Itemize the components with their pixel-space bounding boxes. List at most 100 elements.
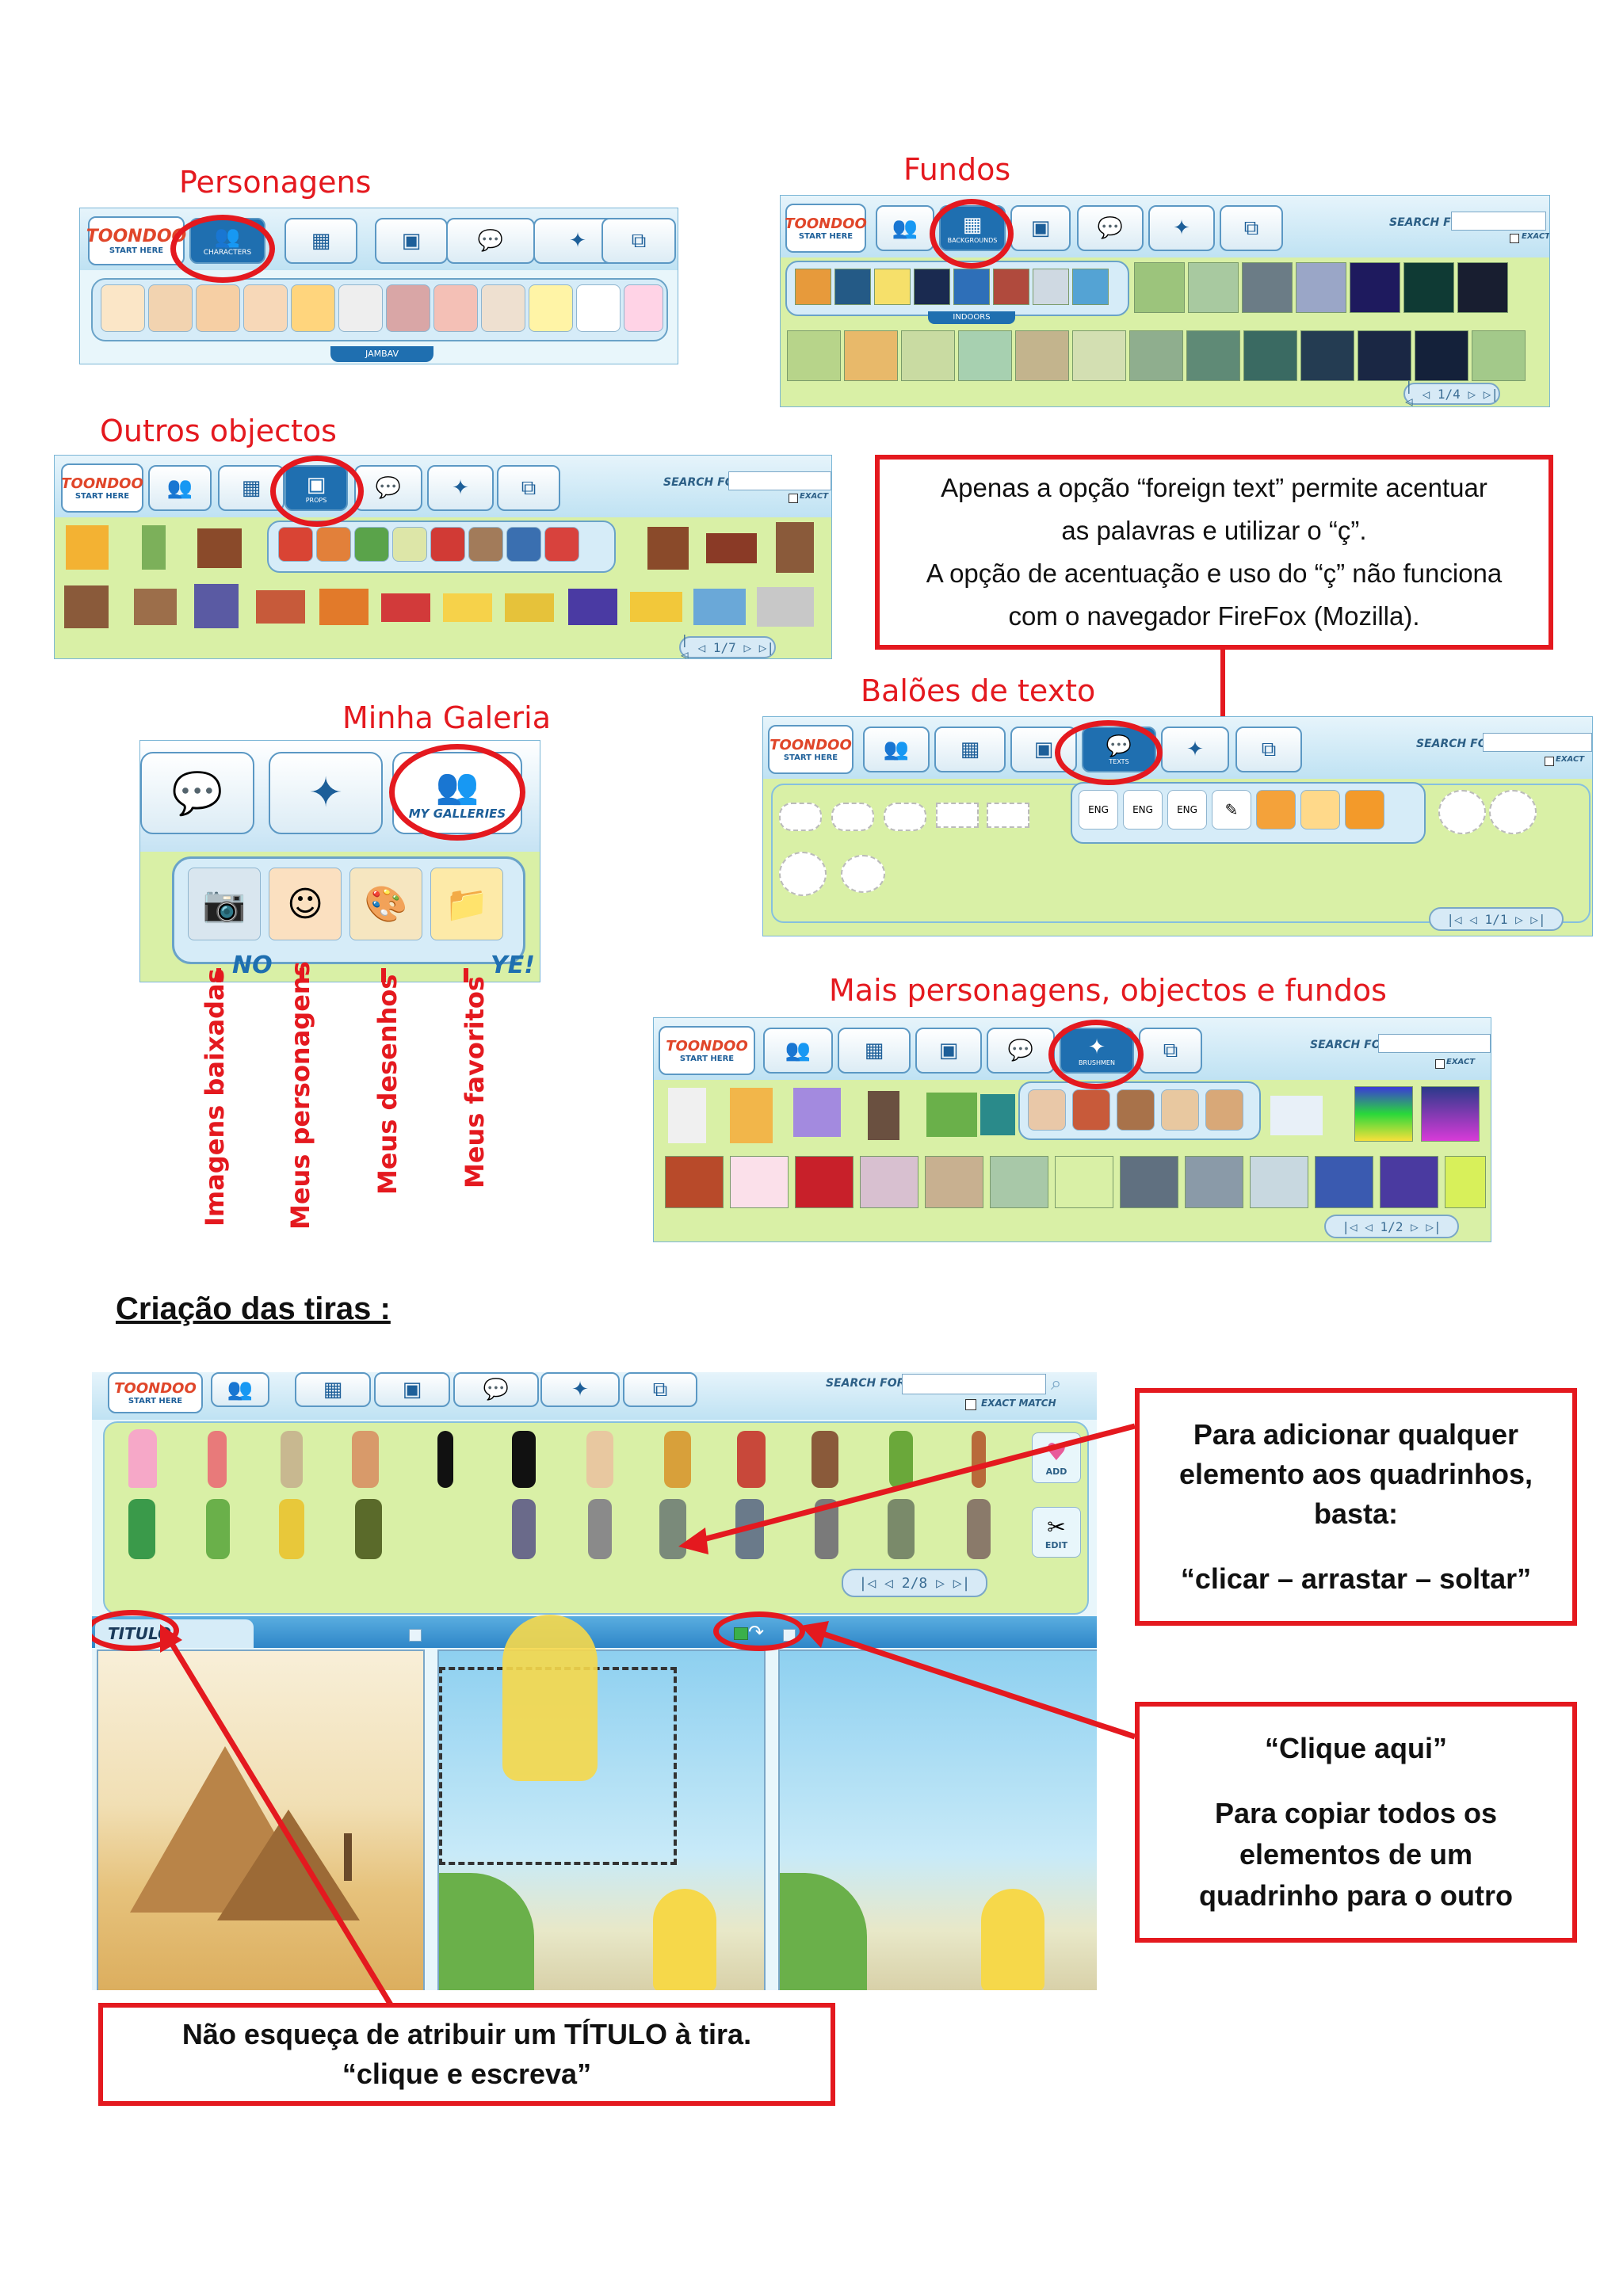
character-figure[interactable]	[889, 1431, 913, 1488]
pager[interactable]: |◁ ◁ 1/2 ▷ ▷|	[1324, 1215, 1459, 1238]
texts-tab[interactable]: 💬	[987, 1028, 1055, 1074]
my-galleries-tab[interactable]: ⧉	[1220, 205, 1283, 251]
search-input[interactable]	[728, 471, 831, 490]
exact-checkbox[interactable]	[789, 494, 798, 503]
panel-1[interactable]	[97, 1650, 425, 1990]
first-page-icon[interactable]: |◁	[1446, 911, 1462, 927]
next-page-icon[interactable]: ▷	[936, 1574, 945, 1592]
character-figure[interactable]	[208, 1431, 227, 1488]
category-thumb[interactable]	[953, 269, 990, 305]
prev-page-icon[interactable]: ◁	[884, 1574, 893, 1592]
character-figure[interactable]	[737, 1431, 766, 1488]
prop-thumb[interactable]	[568, 589, 617, 625]
panel-2[interactable]	[437, 1615, 766, 1990]
pager[interactable]: |◁ ◁ 1/7 ▷ ▷|	[679, 632, 776, 658]
character-thumb[interactable]	[576, 284, 621, 332]
brushmen-thumb[interactable]	[1421, 1086, 1480, 1142]
prev-page-icon[interactable]: ◁	[1469, 911, 1477, 927]
next-page-icon[interactable]: ▷	[1468, 386, 1476, 402]
background-thumb[interactable]	[958, 330, 1012, 381]
backgrounds-tab[interactable]: ▦	[934, 727, 1006, 772]
background-thumb[interactable]	[1188, 262, 1239, 313]
brushmen-thumb[interactable]	[1354, 1086, 1413, 1142]
prop-thumb[interactable]	[443, 593, 492, 622]
background-thumb[interactable]	[901, 330, 955, 381]
last-page-icon[interactable]: ▷|	[1426, 1219, 1442, 1234]
brushmen-thumb[interactable]	[860, 1156, 918, 1208]
character-thumb[interactable]	[481, 284, 525, 332]
texts-tab[interactable]: 💬	[453, 1372, 539, 1407]
character-figure[interactable]	[128, 1499, 155, 1559]
category-thumb[interactable]	[1072, 269, 1109, 305]
prev-page-icon[interactable]: ◁	[1365, 1219, 1373, 1234]
face-thumb[interactable]	[1072, 1089, 1110, 1131]
character-thumb[interactable]	[148, 284, 193, 332]
brushmen-tab[interactable]: ✦	[427, 465, 494, 511]
characters-tab[interactable]: 👥	[211, 1372, 269, 1407]
background-thumb[interactable]	[1129, 330, 1183, 381]
category-thumb[interactable]	[316, 527, 351, 562]
category-thumb[interactable]	[468, 527, 503, 562]
toondoo-logo[interactable]: TOONDOO START HERE	[61, 463, 143, 513]
my-galleries-tab[interactable]: ⧉	[623, 1372, 697, 1407]
category-thumb[interactable]	[506, 527, 541, 562]
face-thumb[interactable]	[1205, 1089, 1243, 1131]
character-thumb[interactable]	[196, 284, 240, 332]
brushmen-tab[interactable]: ✦	[269, 752, 383, 834]
background-thumb[interactable]	[1072, 330, 1126, 381]
texts-tab[interactable]: 💬	[446, 218, 535, 264]
background-thumb[interactable]	[844, 330, 898, 381]
background-thumb[interactable]	[1186, 330, 1240, 381]
character-thumb[interactable]	[433, 284, 478, 332]
character-figure[interactable]	[279, 1499, 304, 1559]
character-figure[interactable]	[355, 1499, 382, 1559]
first-page-icon[interactable]: |◁	[858, 1574, 876, 1592]
character-figure[interactable]	[206, 1499, 230, 1559]
texts-tab[interactable]: 💬	[140, 752, 254, 834]
prop-thumb[interactable]	[194, 584, 239, 628]
category-thumb[interactable]	[795, 269, 831, 305]
prop-thumb[interactable]	[142, 525, 166, 570]
my-characters-button[interactable]: ☺	[269, 868, 342, 940]
character-thumb[interactable]	[243, 284, 288, 332]
characters-tab[interactable]: 👥	[876, 205, 934, 251]
prop-thumb[interactable]	[319, 589, 369, 625]
category-thumb[interactable]	[392, 527, 427, 562]
prop-thumb[interactable]	[693, 589, 746, 625]
next-page-icon[interactable]: ▷	[743, 639, 752, 655]
brushmen-tab[interactable]: ✦	[1148, 205, 1215, 251]
brushmen-thumb[interactable]	[665, 1156, 724, 1208]
bubble-thumb[interactable]	[779, 803, 822, 831]
my-galleries-tab[interactable]: ⧉	[1139, 1028, 1202, 1074]
toondoo-logo[interactable]: TOONDOO START HERE	[768, 725, 854, 774]
brushmen-tab[interactable]: ✦	[1161, 727, 1229, 772]
background-thumb[interactable]	[1472, 330, 1526, 381]
brushmen-thumb[interactable]	[730, 1088, 773, 1143]
category-thumb[interactable]	[993, 269, 1029, 305]
search-input[interactable]	[1378, 1034, 1491, 1053]
search-input[interactable]	[1451, 212, 1546, 231]
brushmen-thumb[interactable]	[990, 1156, 1048, 1208]
props-tab[interactable]: ▣	[374, 1372, 450, 1407]
pager[interactable]: |◁ ◁ 1/4 ▷ ▷|	[1403, 379, 1500, 406]
last-page-icon[interactable]: ▷|	[758, 639, 774, 655]
search-input[interactable]	[902, 1374, 1046, 1394]
bubble-thumb[interactable]	[987, 803, 1029, 828]
panel-checkbox[interactable]	[409, 1629, 422, 1642]
background-thumb[interactable]	[1300, 330, 1354, 381]
foreign-text-option[interactable]: ✎	[1212, 790, 1251, 830]
character-figure[interactable]	[352, 1431, 379, 1488]
search-icon[interactable]: ⌕	[1051, 1372, 1062, 1394]
brushmen-thumb[interactable]	[1380, 1156, 1438, 1208]
character-figure[interactable]	[664, 1431, 691, 1488]
last-page-icon[interactable]: ▷|	[1530, 911, 1546, 927]
my-galleries-tab[interactable]: ⧉	[601, 218, 676, 264]
bubble-thumb[interactable]	[936, 803, 979, 828]
exact-match-checkbox[interactable]	[965, 1399, 976, 1410]
backgrounds-tab[interactable]: ▦	[285, 218, 357, 264]
category-thumb[interactable]	[354, 527, 389, 562]
character-thumb[interactable]	[624, 284, 663, 332]
brushmen-thumb[interactable]	[925, 1156, 983, 1208]
brushmen-thumb[interactable]	[730, 1156, 789, 1208]
brushmen-thumb[interactable]	[1250, 1156, 1308, 1208]
